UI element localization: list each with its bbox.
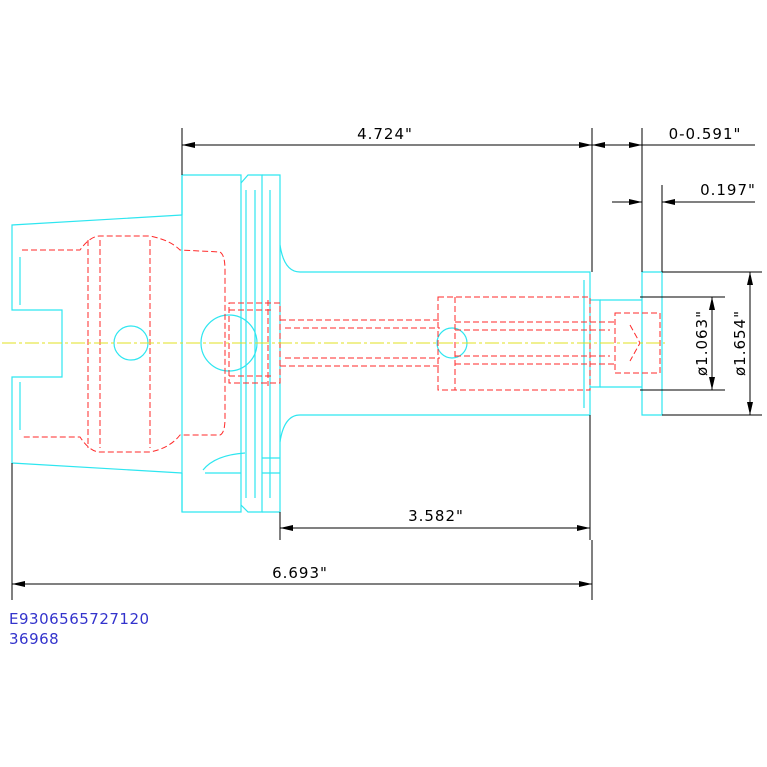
taper-internal-bore xyxy=(22,235,226,453)
dim-adjust-range: 0-0.591" xyxy=(669,125,742,143)
clamp-bore xyxy=(437,296,591,391)
flange-outline xyxy=(181,174,242,513)
dim-bore-diameter: ø1.063" xyxy=(693,310,711,376)
key-slot xyxy=(202,452,280,474)
flange-inner-lines xyxy=(245,190,271,498)
dim-step-length: 0.197" xyxy=(700,181,756,199)
dim-flange-to-end: 4.724" xyxy=(357,125,413,143)
taper-bore-inner-lines xyxy=(87,240,151,448)
dim-overall-length: 6.693" xyxy=(272,564,328,582)
dim-body-length: 3.582" xyxy=(408,507,464,525)
part-number: E9306565727120 xyxy=(9,610,150,628)
taper-shank-outline xyxy=(11,214,183,474)
end-step xyxy=(600,299,642,388)
dimension-lines xyxy=(11,128,762,600)
end-piece-outline xyxy=(641,271,663,416)
drawbar-thread xyxy=(228,300,281,386)
item-number: 36968 xyxy=(9,630,59,648)
dim-body-diameter: ø1.654" xyxy=(731,310,749,376)
body-end-lines xyxy=(583,280,601,408)
hidden-features xyxy=(22,235,661,453)
